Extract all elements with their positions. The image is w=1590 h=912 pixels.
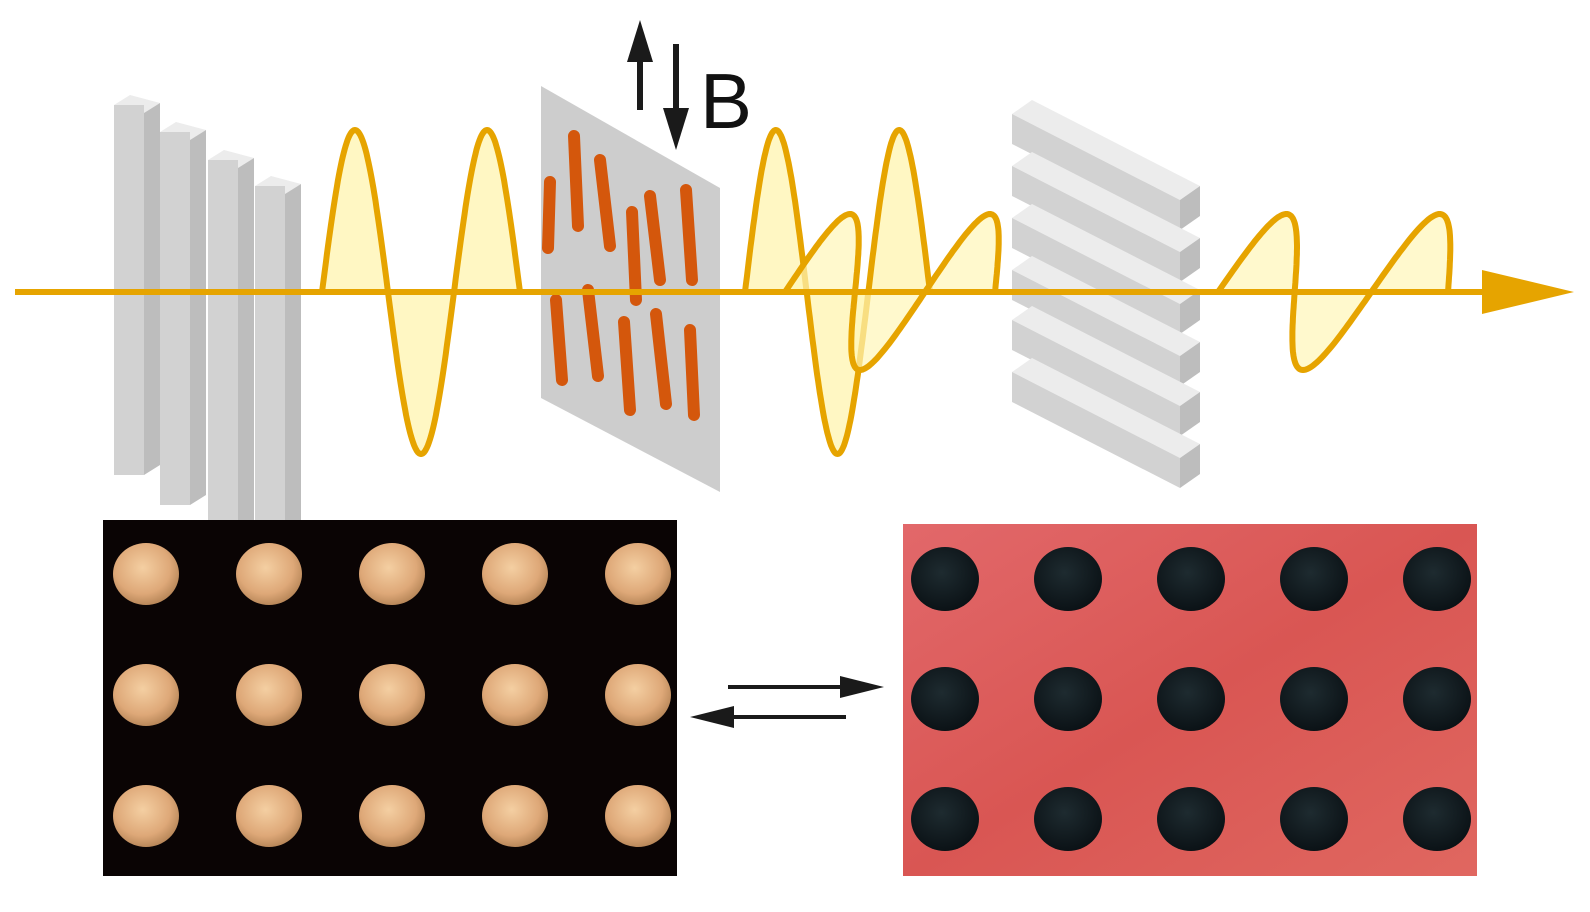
liquid-crystal-rod — [626, 206, 642, 306]
dark-dot — [1280, 667, 1348, 731]
polarizer-slab-tilted — [1012, 256, 1200, 386]
dark-dot — [911, 667, 979, 731]
dark-dot — [1403, 787, 1471, 851]
bright-dot — [359, 664, 425, 726]
liquid-crystal-rod — [594, 154, 616, 252]
polarizer-slab — [208, 150, 254, 533]
dark-dot — [1157, 667, 1225, 731]
polarizer-slab — [114, 95, 160, 475]
polarizer-slab-tilted — [1012, 358, 1200, 488]
polarizer-slab-tilted — [1012, 306, 1200, 436]
bright-dot — [236, 785, 302, 847]
polarizer-slab — [255, 176, 301, 561]
bright-dot — [113, 785, 179, 847]
bright-dot — [359, 543, 425, 605]
dark-dot — [1280, 547, 1348, 611]
micrograph-bright-dots — [103, 520, 677, 876]
bright-dot — [359, 785, 425, 847]
bright-dot — [482, 664, 548, 726]
bright-dot — [482, 543, 548, 605]
polarizer-slab — [160, 122, 206, 505]
dark-dot — [1280, 787, 1348, 851]
bright-dot — [605, 543, 671, 605]
bright-dot — [236, 543, 302, 605]
dark-dot — [1403, 547, 1471, 611]
bright-dot — [113, 543, 179, 605]
bright-dot — [605, 664, 671, 726]
dark-dot — [1157, 787, 1225, 851]
liquid-crystal-rod — [582, 284, 604, 382]
polarizer-slab-tilted — [1012, 204, 1200, 334]
bright-dot — [236, 664, 302, 726]
bright-dot — [482, 785, 548, 847]
micrograph-dark-dots — [903, 524, 1477, 876]
tilted-polarizer — [1012, 100, 1200, 488]
dark-dot — [911, 547, 979, 611]
liquid-crystal-rod — [568, 130, 584, 232]
magnetic-field-label: B — [700, 57, 752, 145]
dark-dot — [911, 787, 979, 851]
liquid-crystal-rod — [550, 294, 568, 386]
liquid-crystal-rod — [542, 176, 556, 254]
vertical-polarizer — [114, 95, 301, 561]
dark-dot — [1403, 667, 1471, 731]
magnetic-field-arrows-icon — [627, 20, 689, 150]
liquid-crystal-rod — [618, 316, 636, 416]
dark-dot — [1034, 547, 1102, 611]
beam-arrowhead-icon — [1482, 270, 1574, 314]
bright-dot — [113, 664, 179, 726]
polarizer-slab-tilted — [1012, 100, 1200, 230]
liquid-crystal-rod — [650, 308, 672, 410]
dark-dot — [1034, 667, 1102, 731]
bright-dot — [605, 785, 671, 847]
liquid-crystal-rod — [680, 184, 698, 286]
liquid-crystal-rod — [644, 190, 666, 286]
polarizer-slab-tilted — [1012, 152, 1200, 282]
light-beam — [15, 270, 1574, 314]
dark-dot — [1157, 547, 1225, 611]
dark-dot — [1034, 787, 1102, 851]
liquid-crystal-rod — [684, 324, 700, 421]
reversible-arrows-icon — [690, 676, 884, 728]
